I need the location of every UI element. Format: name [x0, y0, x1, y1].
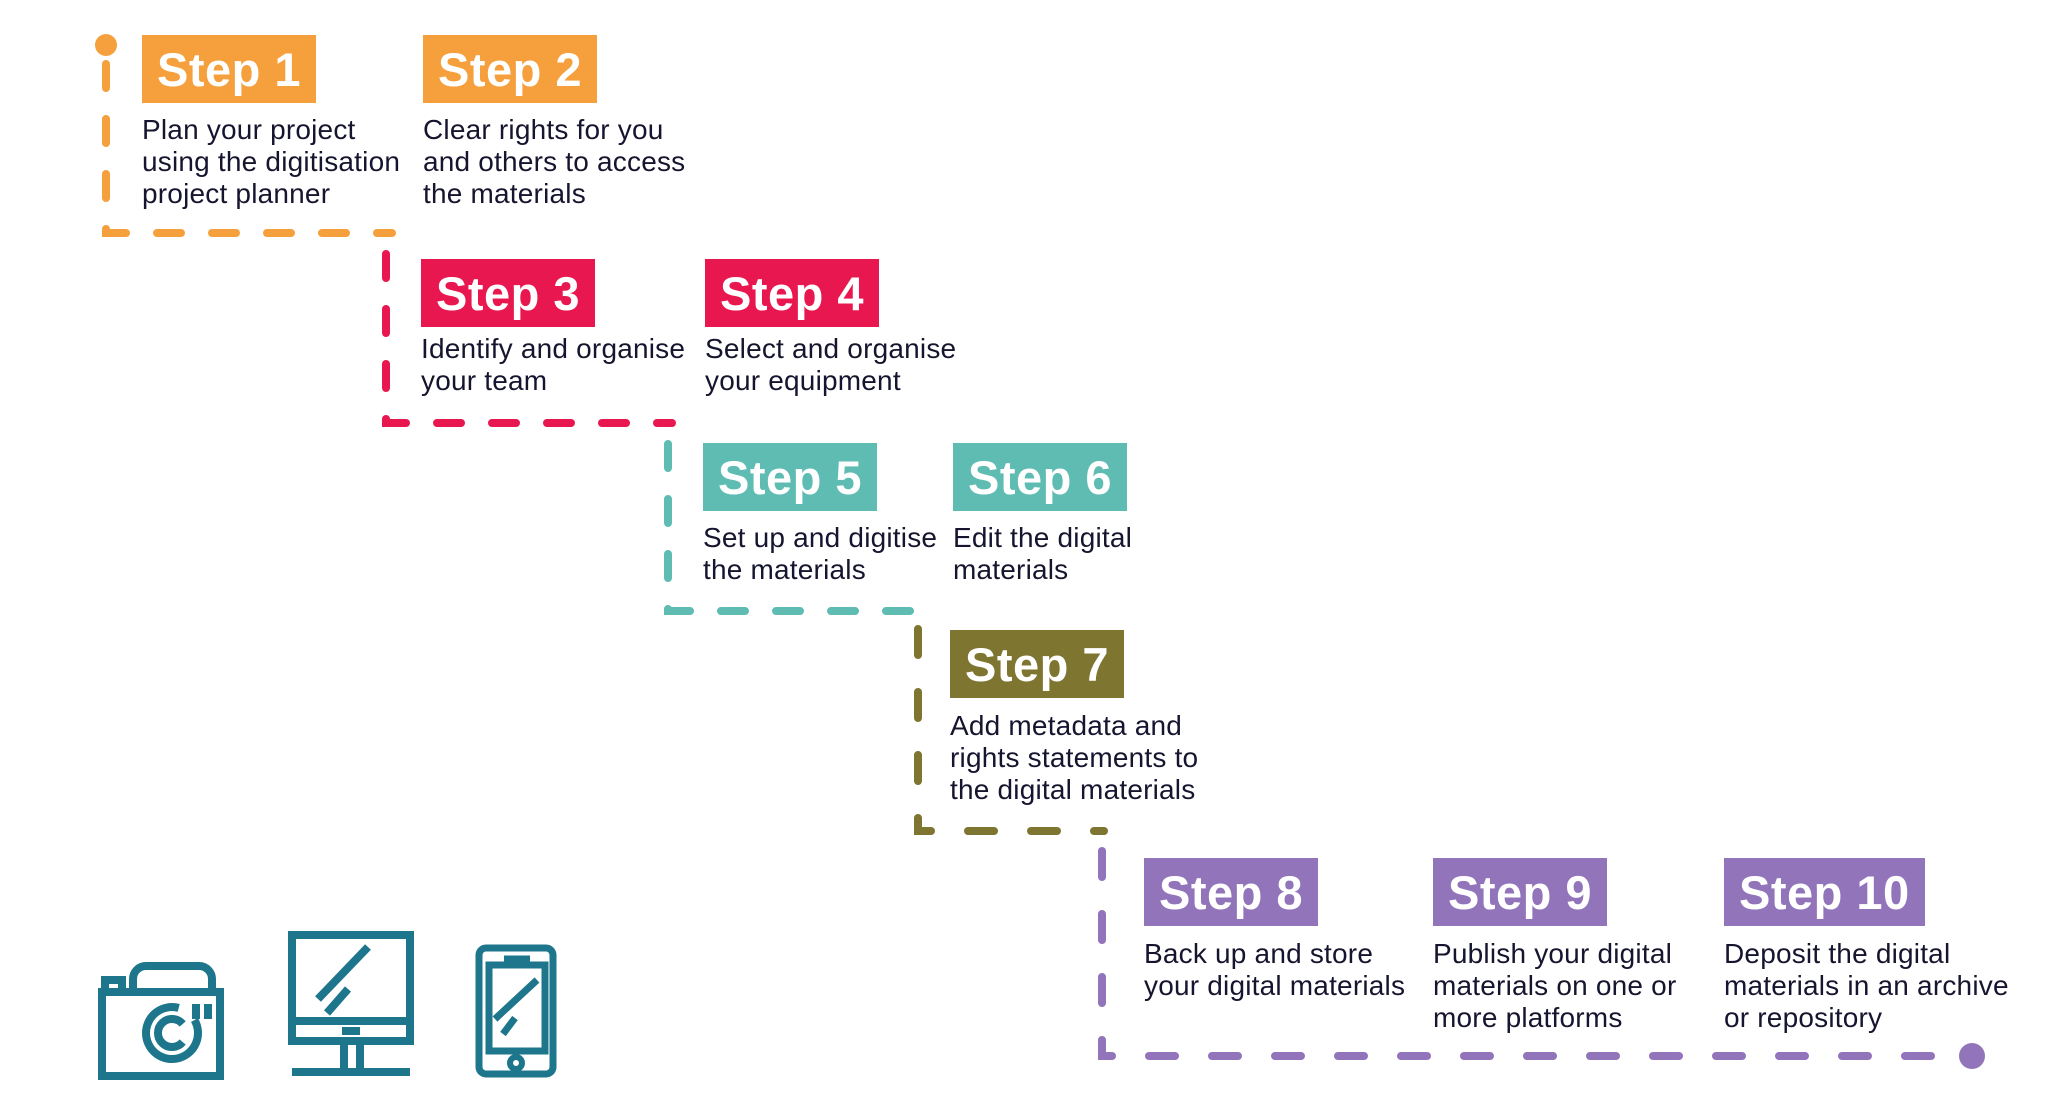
step-10-label: Step 10: [1739, 865, 1910, 919]
camera-icon: [98, 962, 224, 1080]
connector-step-7-line: [914, 625, 1108, 835]
flow-start-dot: [95, 34, 117, 56]
step-3-description: Identify and organise your team: [421, 333, 686, 396]
connector-steps-8-10-line: [1098, 847, 1960, 1060]
step-9-label: Step 9: [1448, 865, 1593, 919]
step-3-badge: Step 3: [421, 259, 596, 327]
step-7-description: Add metadata and rights statements to th…: [950, 710, 1199, 805]
step-1-badge: Step 1: [142, 35, 317, 103]
step-10-description: Deposit the digital materials in an arch…: [1724, 938, 2009, 1033]
connector-steps-3-4-line: [382, 250, 676, 427]
step-7-label: Step 7: [965, 637, 1110, 691]
step-4-description: Select and organise your equipment: [705, 333, 957, 396]
step-9-description: Publish your digital materials on one or…: [1433, 938, 1677, 1033]
step-6-description: Edit the digital materials: [953, 522, 1133, 585]
step-6-badge: Step 6: [953, 443, 1128, 511]
step-3-label: Step 3: [436, 266, 581, 320]
step-2-description: Clear rights for you and others to acces…: [423, 114, 686, 209]
step-5-description: Set up and digitise the materials: [703, 522, 938, 585]
monitor-icon: [288, 931, 414, 1076]
flow-end-dot: [1959, 1043, 1985, 1069]
connector-steps-5-6-line: [664, 440, 916, 615]
step-8-description: Back up and store your digital materials: [1144, 938, 1406, 1001]
step-2-badge: Step 2: [423, 35, 598, 103]
step-5-label: Step 5: [718, 450, 863, 504]
step-1-description: Plan your project using the digitisation…: [142, 114, 401, 209]
step-8-badge: Step 8: [1144, 858, 1319, 926]
connector-steps-1-2-line: [102, 60, 396, 237]
step-1-label: Step 1: [157, 42, 302, 96]
step-8-label: Step 8: [1159, 865, 1304, 919]
step-9-badge: Step 9: [1433, 858, 1608, 926]
step-2-label: Step 2: [438, 42, 583, 96]
step-5-badge: Step 5: [703, 443, 878, 511]
step-6-label: Step 6: [968, 450, 1113, 504]
step-4-label: Step 4: [720, 266, 865, 320]
step-4-badge: Step 4: [705, 259, 880, 327]
tablet-icon: [475, 944, 557, 1078]
step-10-badge: Step 10: [1724, 858, 1925, 926]
step-7-badge: Step 7: [950, 630, 1125, 698]
